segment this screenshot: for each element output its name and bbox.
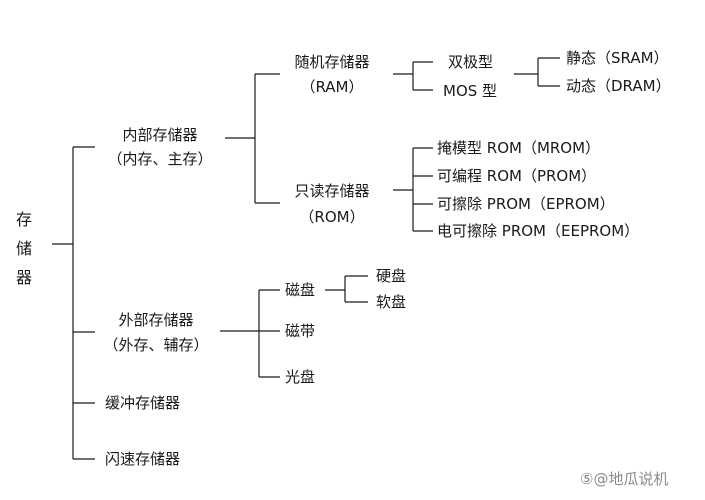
buffer-memory: 缓冲存储器 (105, 394, 181, 412)
external-tape: 磁带 (285, 322, 316, 340)
rom-mrom: 掩模型 ROM（MROM） (437, 139, 601, 157)
root-label: 存储器 (16, 210, 33, 287)
external-disk: 磁盘 (285, 281, 316, 299)
rom-subtitle: （ROM） (299, 208, 365, 226)
ram-mos: MOS 型 (443, 82, 498, 100)
internal-memory-subtitle: （内存、主存） (107, 150, 213, 168)
flash-memory: 闪速存储器 (105, 450, 181, 468)
internal-memory-title: 内部存储器 (122, 126, 198, 144)
external-memory-subtitle: （外存、辅存） (103, 336, 209, 354)
external-floppy-disk: 软盘 (376, 293, 407, 311)
rom-eeprom: 电可擦除 PROM（EEPROM） (437, 222, 640, 240)
watermark: ⑤@地瓜说机 (580, 470, 669, 488)
ram-title: 随机存储器 (294, 53, 370, 71)
external-optical-disk: 光盘 (285, 368, 316, 386)
ram-bipolar: 双极型 (448, 53, 494, 71)
ram-subtitle: （RAM） (300, 78, 364, 96)
ram-dynamic: 动态（DRAM） (566, 77, 671, 95)
external-hard-disk: 硬盘 (376, 267, 407, 285)
external-memory-title: 外部存储器 (118, 311, 194, 329)
rom-eprom: 可擦除 PROM（EPROM） (437, 195, 615, 213)
ram-static: 静态（SRAM） (566, 49, 669, 67)
rom-prom: 可编程 ROM（PROM） (437, 167, 597, 185)
rom-title: 只读存储器 (294, 182, 370, 200)
